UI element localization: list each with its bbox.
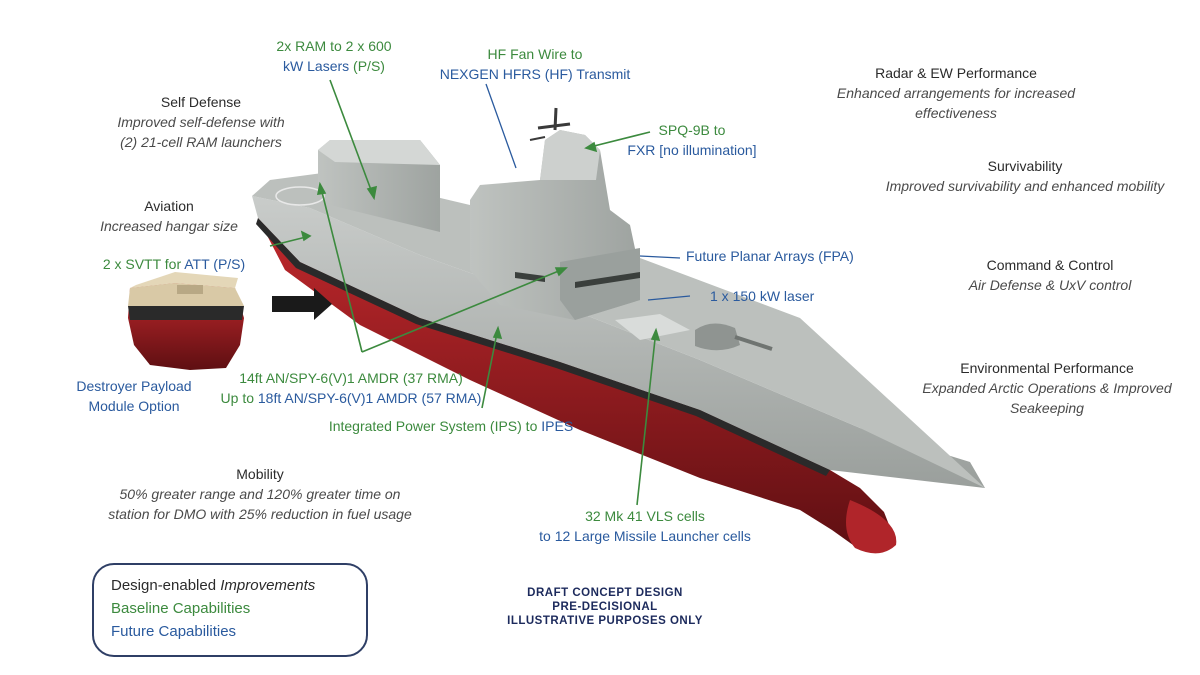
hf-fan-line2: NEXGEN HFRS (HF) Transmit [439,66,631,82]
survivability-title: Survivability [987,158,1063,174]
mobility-label: Mobility 50% greater range and 120% grea… [82,464,438,524]
spy6-line2-prefix: Up to [220,390,258,406]
self-defense-title: Self Defense [160,94,242,110]
aviation-label: Aviation Increased hangar size [80,196,258,236]
draft-line3: ILLUSTRATIVE PURPOSES ONLY [507,615,703,627]
ram-lasers-ps: (P/S) [349,58,385,74]
survivability-label: Survivability Improved survivability and… [860,156,1190,196]
self-defense-line1: Improved self-defense with [117,114,285,130]
legend-design-b: Improvements [220,577,316,594]
environmental-label: Environmental Performance Expanded Arcti… [898,358,1196,418]
ship-hull [252,172,985,554]
aviation-title: Aviation [144,198,194,214]
ship-superstructure [275,107,773,351]
command-title: Command & Control [986,257,1114,273]
command-desc: Air Defense & UxV control [968,277,1132,293]
legend-baseline: Baseline Capabilities [111,600,251,617]
environmental-line1: Expanded Arctic Operations & Improved [922,380,1172,396]
hf-fan-line1: HF Fan Wire to [487,46,583,62]
vls-line1: 32 Mk 41 VLS cells [585,508,705,524]
vls-line2: to 12 Large Missile Launcher cells [539,528,751,544]
svtt-label: 2 x SVTT for ATT (P/S) [84,254,264,274]
ram-lasers-label: 2x RAM to 2 x 600 kW Lasers (P/S) [244,36,424,76]
ips-label: Integrated Power System (IPS) to IPES [310,416,592,436]
spy6-line2-future: 18ft AN/SPY-6(V)1 AMDR (57 RMA) [257,390,482,406]
payload-module-graphic [128,272,244,370]
payload-module-line2: Module Option [88,398,180,414]
legend-design-a: Design-enabled [111,577,221,594]
ram-lasers-future: kW Lasers [283,58,350,74]
payload-module-label: Destroyer Payload Module Option [64,376,204,416]
spq9b-line1: SPQ-9B to [658,122,726,138]
command-label: Command & Control Air Defense & UxV cont… [930,255,1170,295]
svtt-baseline: 2 x SVTT for [102,256,185,272]
aviation-desc: Increased hangar size [100,218,238,234]
radar-ew-title: Radar & EW Performance [875,65,1037,81]
fpa-label: Future Planar Arrays (FPA) [686,248,854,264]
survivability-desc: Improved survivability and enhanced mobi… [885,178,1165,194]
draft-line1: DRAFT CONCEPT DESIGN [527,587,683,599]
self-defense-line2: (2) 21-cell RAM launchers [120,134,282,150]
spy6-line1: 14ft AN/SPY-6(V)1 AMDR (37 RMA) [239,370,463,386]
svtt-future: ATT (P/S) [184,256,246,272]
draft-notice: DRAFT CONCEPT DESIGN PRE-DECISIONAL ILLU… [470,586,740,628]
legend-design: Design-enabled Improvements [111,577,315,594]
radar-ew-label: Radar & EW Performance Enhanced arrangem… [818,63,1094,123]
laser150-label: 1 x 150 kW laser [710,288,815,304]
baseline-leader-lines [269,79,661,506]
legend-future: Future Capabilities [111,623,237,640]
hf-fan-label: HF Fan Wire to NEXGEN HFRS (HF) Transmit [420,44,650,84]
spy6-label: 14ft AN/SPY-6(V)1 AMDR (37 RMA) Up to 18… [206,368,496,408]
environmental-line2: Seakeeping [1010,400,1084,416]
spq9b-line2: FXR [no illumination] [627,142,757,158]
payload-module-line1: Destroyer Payload [76,378,192,394]
ram-lasers-line1: 2x RAM to 2 x 600 [276,38,392,54]
mobility-title: Mobility [236,466,284,482]
spq9b-label: SPQ-9B to FXR [no illumination] [612,120,772,160]
future-leader-lines [485,83,691,301]
vls-label: 32 Mk 41 VLS cells to 12 Large Missile L… [520,506,770,546]
radar-ew-line1: Enhanced arrangements for increased [836,85,1076,101]
payload-arrow [272,288,332,320]
ips-baseline: Integrated Power System (IPS) to [328,418,542,434]
radar-ew-line2: effectiveness [915,105,997,121]
draft-line2: PRE-DECISIONAL [552,601,658,613]
mobility-line1: 50% greater range and 120% greater time … [119,486,401,502]
ips-future: IPES [541,418,574,434]
self-defense-label: Self Defense Improved self-defense with … [88,92,314,152]
legend-box: Design-enabled Improvements Baseline Cap… [92,563,368,657]
mobility-line2: station for DMO with 25% reduction in fu… [108,506,412,522]
environmental-title: Environmental Performance [960,360,1134,376]
